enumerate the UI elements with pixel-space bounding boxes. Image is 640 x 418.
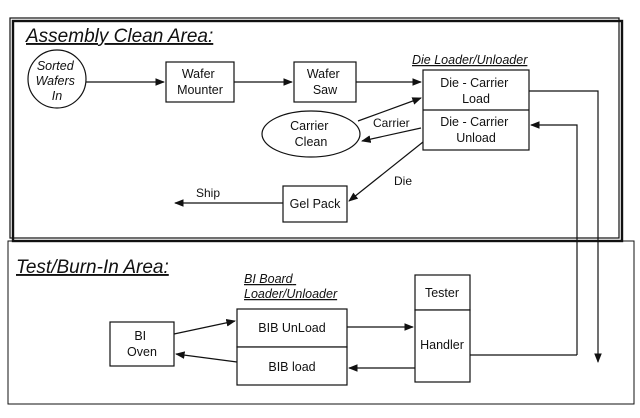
die-carrier-load-label: Die - Carrier Load: [440, 76, 512, 106]
die-flow-label: Die: [394, 174, 412, 188]
sorted-wafers-in-circle: [27, 49, 87, 109]
arrow-unload-to-gelpack: [348, 141, 424, 202]
test-area-title: Test/Burn-In Area:: [16, 257, 169, 278]
wafer-saw-label: Wafer Saw: [307, 67, 343, 97]
arrow-bib-load-to-oven: [175, 351, 238, 363]
handler-label: Handler: [420, 338, 464, 352]
sorted-wafers-in-label: Sorted Wafers In: [36, 59, 79, 103]
tester-box: [414, 274, 471, 311]
arrow-unload-to-clean: [361, 127, 422, 143]
bib-unload-box: [236, 308, 348, 348]
test-area-frame: [7, 240, 635, 405]
wafer-mounter-box: [165, 61, 235, 103]
bi-board-title: BI Board Loader/Unloader: [244, 272, 338, 301]
die-loader-title: Die Loader/Unloader: [412, 53, 528, 67]
arrow-load-to-handler: [529, 90, 602, 363]
bib-load-box: [236, 346, 348, 386]
bi-oven-label: BI Oven: [127, 329, 157, 359]
ship-label: Ship: [196, 186, 220, 200]
wafer-mounter-label: Wafer Mounter: [177, 67, 223, 97]
tester-label: Tester: [425, 286, 459, 300]
carrier-flow-label: Carrier: [373, 116, 410, 130]
wafer-saw-box: [293, 61, 357, 103]
die-carrier-unload-label: Die - Carrier Unload: [440, 115, 512, 145]
assembly-area-frame: [9, 17, 620, 239]
bib-load-label: BIB load: [268, 360, 315, 374]
gel-pack-box: [282, 185, 348, 223]
handler-box: [414, 309, 471, 383]
arrow-oven-to-bib-unload: [173, 319, 236, 335]
bib-unload-label: BIB UnLoad: [258, 321, 325, 335]
assembly-area-title: Assembly Clean Area:: [25, 26, 213, 47]
carrier-clean-ellipse: [261, 110, 361, 158]
carrier-clean-label: Carrier Clean: [290, 119, 332, 149]
gel-pack-label: Gel Pack: [290, 197, 341, 211]
bi-oven-box: [109, 321, 175, 367]
arrow-tester-to-unload: [530, 121, 578, 355]
arrow-clean-to-load: [357, 97, 422, 122]
